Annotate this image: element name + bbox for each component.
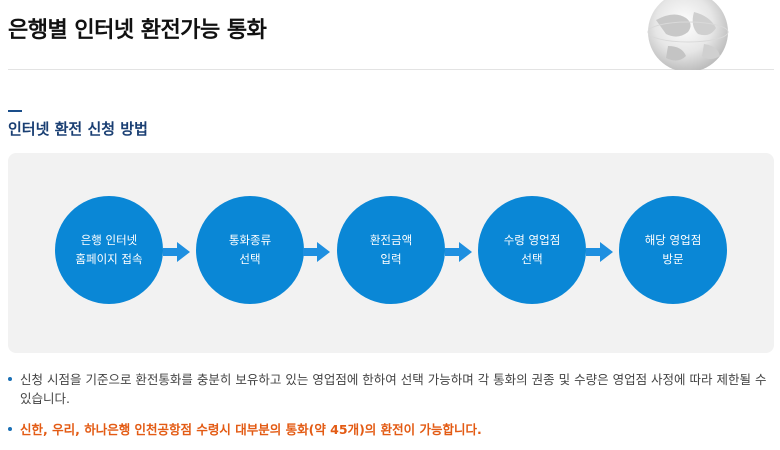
note-text: 신한, 우리, 하나은행 인천공항점 수령시 대부분의 통화(약 45개)의 환… <box>20 422 482 437</box>
arrow-right-icon <box>586 242 613 262</box>
step-label-line1: 수령 영업점 <box>503 233 561 247</box>
page-header: 은행별 인터넷 환전가능 통화 <box>8 0 774 70</box>
section-title: 인터넷 환전 신청 방법 <box>8 120 148 138</box>
globe-icon <box>616 0 766 70</box>
note-item-highlight: 신한, 우리, 하나은행 인천공항점 수령시 대부분의 통화(약 45개)의 환… <box>8 420 774 439</box>
notes-list: 신청 시점을 기준으로 환전통화를 충분히 보유하고 있는 영업점에 한하여 선… <box>8 370 774 439</box>
section-marker <box>8 110 22 112</box>
note-text: 신청 시점을 기준으로 환전통화를 충분히 보유하고 있는 영업점에 한하여 선… <box>20 372 767 406</box>
note-item: 신청 시점을 기준으로 환전통화를 충분히 보유하고 있는 영업점에 한하여 선… <box>8 370 774 408</box>
step-label-line2: 방문 <box>662 252 684 266</box>
step-label-line2: 선택 <box>521 252 543 266</box>
bullet-icon <box>8 427 12 431</box>
step-label-line2: 선택 <box>239 252 261 266</box>
step-label-line1: 해당 영업점 <box>644 233 702 247</box>
arrow-right-icon <box>303 242 330 262</box>
page-title: 은행별 인터넷 환전가능 통화 <box>8 18 267 43</box>
arrow-right-icon <box>163 242 190 262</box>
step-label-line2: 홈페이지 접속 <box>75 252 143 266</box>
step-label-line1: 은행 인터넷 <box>80 233 138 247</box>
step-label-line1: 통화종류 <box>228 233 272 247</box>
bullet-icon <box>8 377 12 381</box>
step-label-line2: 입력 <box>380 252 402 266</box>
arrow-right-icon <box>445 242 472 262</box>
step-label-line1: 환전금액 <box>369 233 413 247</box>
